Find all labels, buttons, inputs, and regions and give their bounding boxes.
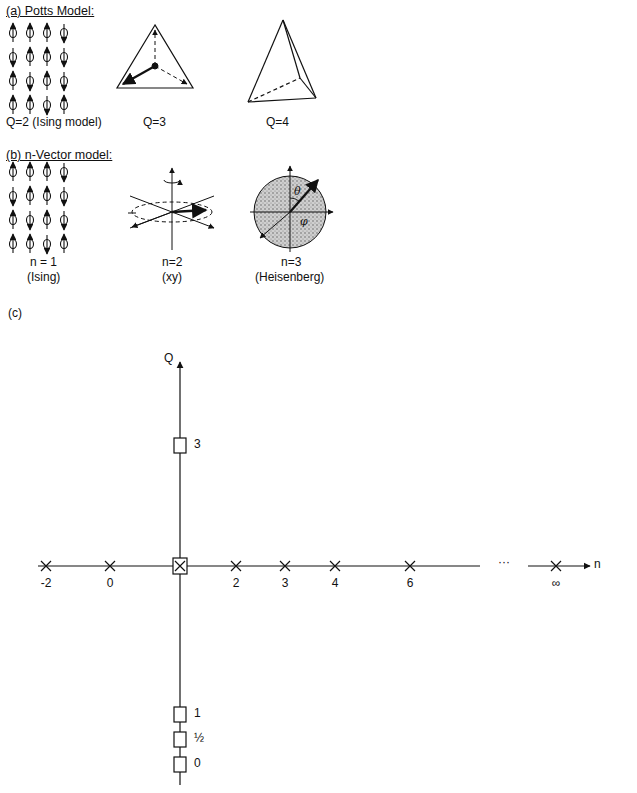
phase-axes	[38, 362, 590, 785]
panel-label: (c)	[8, 307, 22, 321]
angle-label: θ	[294, 186, 301, 199]
model-label: (xy)	[162, 271, 182, 285]
n-value: ∞	[552, 577, 561, 591]
potts-triangle	[117, 25, 193, 88]
n-value: 2	[233, 577, 240, 591]
spin-arrays	[10, 23, 68, 254]
model-label: Q=2 (Ising model)	[6, 116, 102, 130]
ellipsis: ···	[497, 556, 511, 570]
model-label: n=3	[281, 256, 301, 270]
model-label: Q=4	[266, 116, 289, 130]
model-label: n=2	[162, 256, 182, 270]
section-heading: (b) n-Vector model:	[6, 148, 112, 162]
n-value: -2	[41, 577, 52, 591]
section-heading: (a) Potts Model:	[6, 4, 94, 18]
q-value: 0	[194, 757, 201, 771]
axis-label: n	[594, 558, 601, 572]
angle-label: φ	[300, 216, 308, 229]
q-value: ½	[194, 732, 204, 746]
n-value: 0	[107, 577, 114, 591]
axis-label: Q	[164, 352, 173, 366]
potts-tetrahedron	[248, 20, 316, 102]
n-value: 3	[282, 577, 289, 591]
n-value-marks	[41, 561, 561, 571]
n-value: 4	[332, 577, 339, 591]
n-value: 6	[407, 577, 414, 591]
model-label: (Heisenberg)	[255, 271, 324, 285]
model-label: Q=3	[143, 116, 166, 130]
q-value: 1	[194, 707, 201, 721]
heisenberg-sphere	[250, 166, 333, 252]
q-value: 3	[194, 438, 201, 452]
xy-spin-figure	[128, 168, 214, 250]
model-label: (Ising)	[27, 271, 60, 285]
model-label: n = 1	[30, 256, 57, 270]
